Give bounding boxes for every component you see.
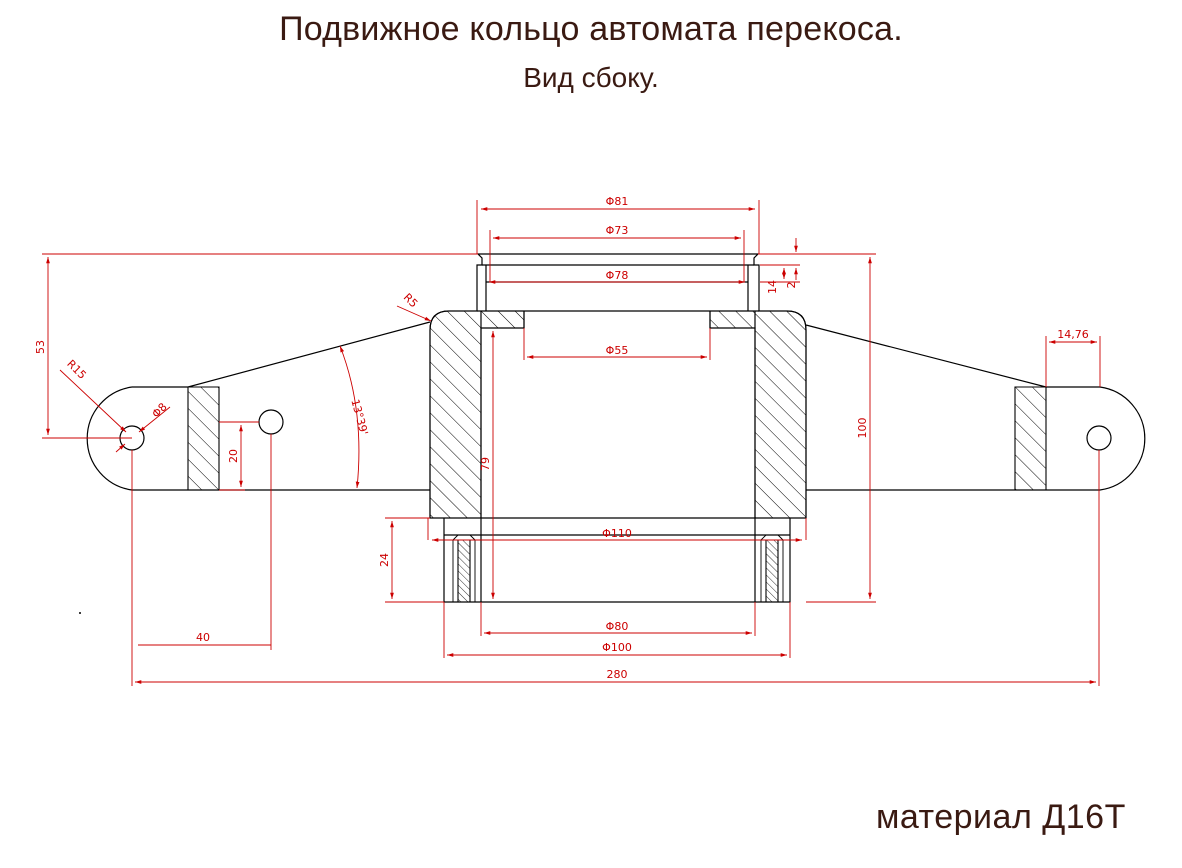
dim-d81: Φ81 — [606, 195, 629, 208]
dim-r15: R15 — [64, 357, 88, 381]
stray-dot — [79, 612, 81, 614]
dim-r5: R5 — [401, 291, 421, 311]
dimension-lines — [42, 200, 1101, 686]
dim-h79: 79 — [479, 457, 492, 471]
dim-h20: 20 — [227, 449, 240, 463]
dim-d73: Φ73 — [606, 224, 629, 237]
left-small-hole — [258, 409, 284, 435]
material-note: материал Д16Т — [876, 798, 1126, 836]
dim-h14: 14 — [766, 280, 779, 294]
drawing-title: Подвижное кольцо автомата перекоса. — [279, 10, 903, 48]
drawing-subtitle: Вид сбоку. — [523, 62, 659, 93]
part-outline — [86, 253, 1146, 603]
dim-d100: Φ100 — [602, 641, 632, 654]
dim-d8: Φ8 — [149, 400, 169, 420]
bushing-thread — [452, 534, 784, 602]
dim-h100: 100 — [856, 418, 869, 439]
dim-d110: Φ110 — [602, 527, 632, 540]
dim-angle: 13°39' — [348, 398, 370, 437]
dim-d55: Φ55 — [606, 344, 629, 357]
dim-h24: 24 — [378, 553, 391, 567]
dim-w14-76: 14,76 — [1057, 328, 1089, 341]
right-arm-outline — [805, 324, 1146, 491]
hatched-sections — [187, 310, 1047, 603]
dimension-labels: Φ81 Φ73 Φ78 Φ55 Φ110 Φ80 Φ100 280 40 14,… — [34, 195, 1089, 681]
lower-bushing — [443, 518, 791, 603]
inner-bore — [480, 311, 756, 518]
dim-d78: Φ78 — [606, 269, 629, 282]
dim-d80: Φ80 — [606, 620, 629, 633]
right-pivot-hole — [1086, 425, 1112, 451]
dim-h53: 53 — [34, 340, 47, 354]
dim-h2: 2 — [785, 282, 798, 289]
left-arm-outline — [86, 321, 431, 491]
dim-w280: 280 — [607, 668, 628, 681]
dim-w40: 40 — [196, 631, 210, 644]
